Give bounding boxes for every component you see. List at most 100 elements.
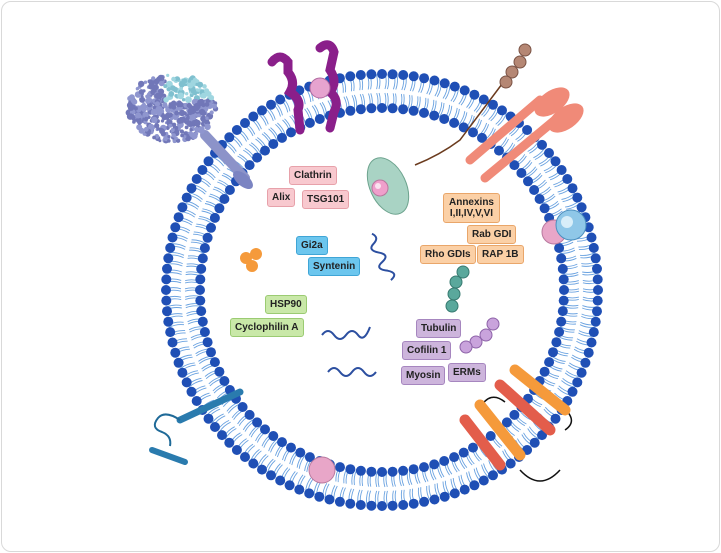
lipid-tail [560,249,576,254]
protein-subunit [189,128,193,132]
protein-subunit [142,89,146,93]
membrane-bead [308,456,336,484]
lipid-head [539,203,550,214]
protein-subunit [164,112,171,119]
lipid-head [377,103,387,113]
protein-subunit [175,138,181,143]
lipid-head [458,447,469,458]
protein-subunit [143,80,148,84]
lipid-head [244,160,255,171]
lipid-head [161,274,172,285]
lipid-head [181,377,192,388]
lipid-head [219,376,230,386]
lipid-head [304,488,315,499]
protein-subunit [200,110,207,117]
lipid-head [286,127,296,138]
protein-subunit [166,80,173,88]
lipid-head [345,498,356,509]
lipid-head [387,466,398,477]
lipid-head [529,185,540,195]
protein-subunit [132,120,136,124]
lipid-head [209,212,220,223]
lipid-head [248,458,259,469]
protein-subunit [178,117,185,124]
protein-subunit [128,113,134,119]
lipid-head [314,114,325,124]
lipid-head [277,132,287,143]
protein-subunit [171,76,176,82]
lipid-head [257,105,267,116]
protein-subunit [195,88,199,92]
protein-subunit [177,92,185,100]
lipid-head [366,466,377,477]
lipid-head [366,69,377,80]
lipid-head [195,274,206,285]
label-annexins: Annexins I,II,IV,V,VI [443,193,500,223]
lipid-head [439,491,450,502]
lipid-head [488,470,498,481]
protein-subunit [143,126,149,132]
protein-subunit [154,101,161,107]
lipid-tail [375,471,378,488]
lipid-tail [243,149,255,161]
lipid-head [459,484,470,495]
lipid-head [355,500,366,510]
lipid-head [398,70,409,80]
lipid-tail [541,195,556,204]
lipid-head [449,452,460,463]
label-cyclophilin-a: Cyclophilin A [230,318,304,337]
lipid-head [202,337,213,348]
protein-subunit [128,94,135,101]
lipid-head [275,475,286,486]
lipid-tail [167,263,183,267]
lipid-head [214,203,225,214]
lipid-head [408,105,419,116]
lipid-head [576,202,587,213]
lipid-tail [257,113,267,126]
anchored-protein [149,388,244,465]
protein-subunit [145,97,151,104]
lipid-head [509,409,520,420]
lipid-head [539,366,550,377]
lipid-head [488,99,498,110]
lipid-tail [268,128,278,142]
protein-subunit [198,98,205,105]
lipid-head [244,409,255,420]
lipid-head [497,105,507,116]
lipid-head [275,94,286,105]
lipid-head [377,467,387,477]
lipid-head [556,316,567,327]
lipid-heads [161,69,603,511]
lipid-head [429,75,440,86]
protein-subunit [171,133,176,138]
teal-bead-chain [445,265,470,313]
protein-subunit [168,91,175,97]
protein-subunit [159,128,165,135]
lipid-head [304,452,315,463]
lipid-head [257,464,267,475]
lipid-head [572,192,583,203]
label-tsg101: TSG101 [302,190,350,209]
lipid-tail [169,324,185,328]
lipid-head [355,465,366,476]
lipid-head [387,500,398,511]
lipid-tail [386,92,389,109]
lipid-tail [188,380,203,388]
lipid-tail [559,326,575,331]
lipid-head [202,232,213,243]
lipid-head [355,104,366,115]
lipid-head [439,114,450,124]
lipid-head [562,174,573,184]
lipid-tail [563,271,579,275]
label-erms: ERMs [448,363,486,382]
protein-subunit [151,116,158,124]
lipid-head [231,445,242,455]
lipid-tail [481,464,490,479]
lipid-head [583,347,594,358]
lipid-head [449,81,460,92]
lipid-head [592,295,603,306]
lipid-head [197,253,208,264]
lipid-head [478,475,489,486]
lipid-tail [497,113,507,126]
lipid-tail [444,480,451,496]
